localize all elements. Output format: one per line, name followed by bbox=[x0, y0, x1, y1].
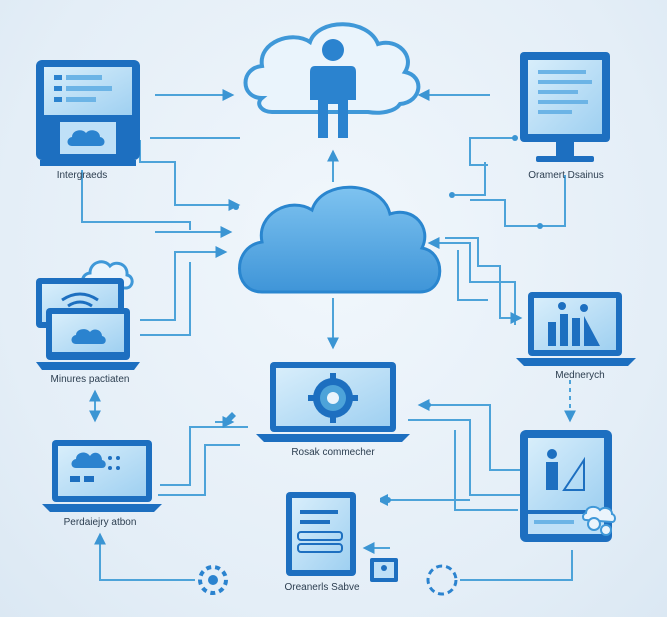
tablet-screen bbox=[528, 438, 604, 510]
connector-arrow bbox=[94, 532, 195, 581]
label-mid-right: Mednerych bbox=[555, 370, 605, 381]
connector-line bbox=[158, 444, 240, 496]
plug-icon bbox=[380, 494, 388, 506]
monitor-top-left bbox=[36, 60, 140, 166]
connector-line bbox=[454, 430, 518, 511]
monitor-top-right bbox=[520, 52, 610, 162]
cloud-icon bbox=[238, 185, 442, 294]
label-top-right: Oramert Dsainus bbox=[528, 170, 604, 181]
connector-line bbox=[140, 262, 191, 336]
plug-glyphs bbox=[233, 135, 543, 503]
connector-line bbox=[457, 250, 488, 301]
connector-line bbox=[470, 199, 540, 227]
label-center: Rosak commecher bbox=[291, 447, 375, 458]
satellite-marks bbox=[226, 412, 388, 506]
wifi-icon bbox=[61, 292, 99, 302]
connector-line bbox=[460, 550, 573, 581]
tablet-bottom-right bbox=[520, 430, 616, 542]
connector-line bbox=[408, 419, 520, 496]
plug-end-icon bbox=[537, 223, 543, 229]
connector-line bbox=[469, 137, 512, 166]
label-bottom-left: Perdaiejry atbon bbox=[63, 517, 137, 528]
cloud-icon bbox=[67, 130, 105, 146]
laptop-mid-right bbox=[516, 292, 636, 366]
person-icon bbox=[310, 66, 356, 138]
person-icon bbox=[547, 449, 557, 459]
connector-lines bbox=[81, 89, 576, 581]
connector-arrow bbox=[140, 246, 228, 321]
document-bottom-center bbox=[286, 492, 398, 582]
plug-end-icon bbox=[233, 204, 239, 210]
laptop-center bbox=[256, 362, 410, 442]
laptop-mid-left bbox=[36, 260, 140, 370]
laptop-bottom-left bbox=[42, 440, 162, 512]
cloud-icon bbox=[71, 329, 106, 344]
satellite-icon bbox=[226, 412, 236, 422]
sync-gear-icon bbox=[426, 564, 458, 596]
bar-chart-icon bbox=[548, 322, 556, 346]
connector-line bbox=[160, 426, 248, 486]
user-cloud-node bbox=[243, 22, 421, 138]
label-bottom-center: Oreanerls Sabve bbox=[284, 582, 360, 593]
label-top-left: Intergraeds bbox=[56, 170, 108, 181]
connector-line bbox=[440, 404, 520, 471]
laptop-screen bbox=[58, 446, 146, 496]
plug-end-icon bbox=[512, 135, 518, 141]
sync-icons bbox=[198, 564, 458, 596]
plug-end-icon bbox=[449, 192, 455, 198]
connector-arrow bbox=[445, 237, 523, 324]
connector-line bbox=[81, 170, 191, 230]
central-cloud-node bbox=[238, 185, 442, 294]
sync-gear-icon bbox=[198, 565, 228, 595]
connector-line bbox=[455, 162, 486, 196]
connector-arrow bbox=[139, 140, 241, 211]
label-mid-left: Minures pactiaten bbox=[50, 374, 130, 385]
connector-arrow bbox=[427, 237, 516, 325]
connector-line bbox=[540, 175, 566, 227]
plug-end-icon bbox=[425, 402, 431, 408]
cloud-icon bbox=[71, 452, 106, 468]
person-head-icon bbox=[322, 39, 344, 61]
